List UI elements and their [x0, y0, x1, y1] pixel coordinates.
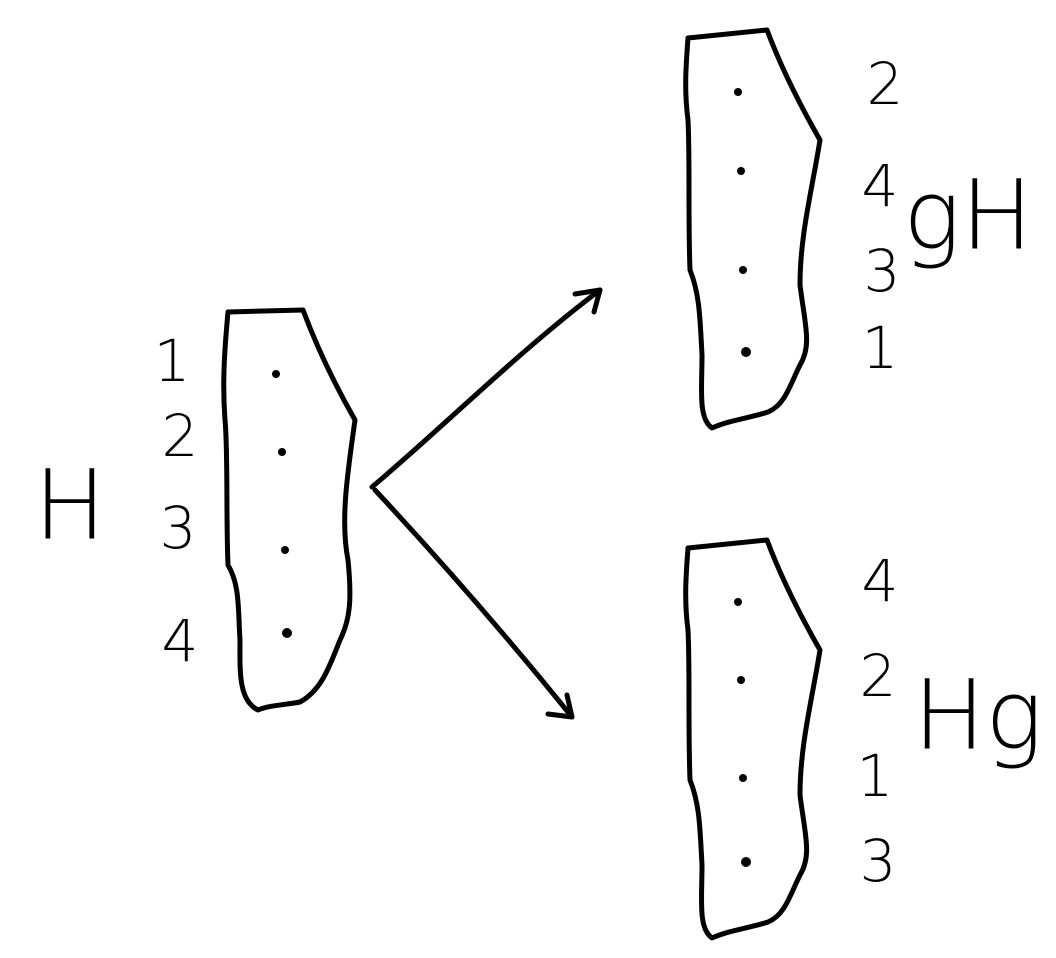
original-set-blob — [221, 307, 358, 713]
result-bottom-element-dot-3 — [739, 774, 747, 782]
original-element-dot-4 — [282, 628, 292, 638]
result-top-blob — [683, 27, 823, 431]
arrow-to-top — [369, 287, 603, 490]
result-top-element-dot-4 — [741, 347, 751, 357]
result-top-element-dot-2 — [737, 167, 745, 175]
original-number-2: 2 — [162, 402, 199, 470]
result-bottom-element-dot-2 — [737, 676, 745, 684]
result-top-number-3: 3 — [864, 237, 901, 305]
result-top-element-dot-3 — [739, 266, 747, 274]
result-top-number-1: 2 — [867, 50, 904, 118]
original-number-1: 1 — [154, 327, 191, 395]
original-number-3: 3 — [160, 494, 197, 562]
original-number-4: 4 — [162, 607, 199, 675]
arrow-to-top-head — [572, 287, 603, 315]
original-element-dot-1 — [272, 370, 280, 378]
result-top-number-2: 4 — [862, 152, 899, 220]
result-top-group: 2 4 3 1 gH — [683, 27, 1033, 431]
result-bottom-group: 4 2 1 3 Hg — [683, 537, 1043, 941]
result-top-set-label: gH — [903, 159, 1033, 271]
result-top-element-dot-1 — [734, 88, 742, 96]
result-bottom-number-3: 1 — [857, 742, 894, 810]
result-bottom-number-1: 4 — [862, 547, 899, 615]
arrow-to-bottom — [372, 487, 575, 720]
result-bottom-element-dot-1 — [734, 598, 742, 606]
original-element-dot-3 — [281, 546, 289, 554]
result-bottom-number-2: 2 — [860, 642, 897, 710]
arrow-to-bottom-head — [545, 692, 575, 720]
result-bottom-blob — [683, 537, 823, 941]
result-bottom-set-label: Hg — [913, 659, 1043, 771]
original-element-dot-2 — [278, 448, 286, 456]
original-set-label: H — [34, 449, 106, 561]
result-top-number-4: 1 — [862, 314, 899, 382]
result-bottom-element-dot-4 — [741, 857, 751, 867]
original-set-group: 1 2 3 4 H — [34, 307, 358, 713]
result-bottom-number-4: 3 — [860, 827, 897, 895]
arrows — [369, 287, 603, 720]
